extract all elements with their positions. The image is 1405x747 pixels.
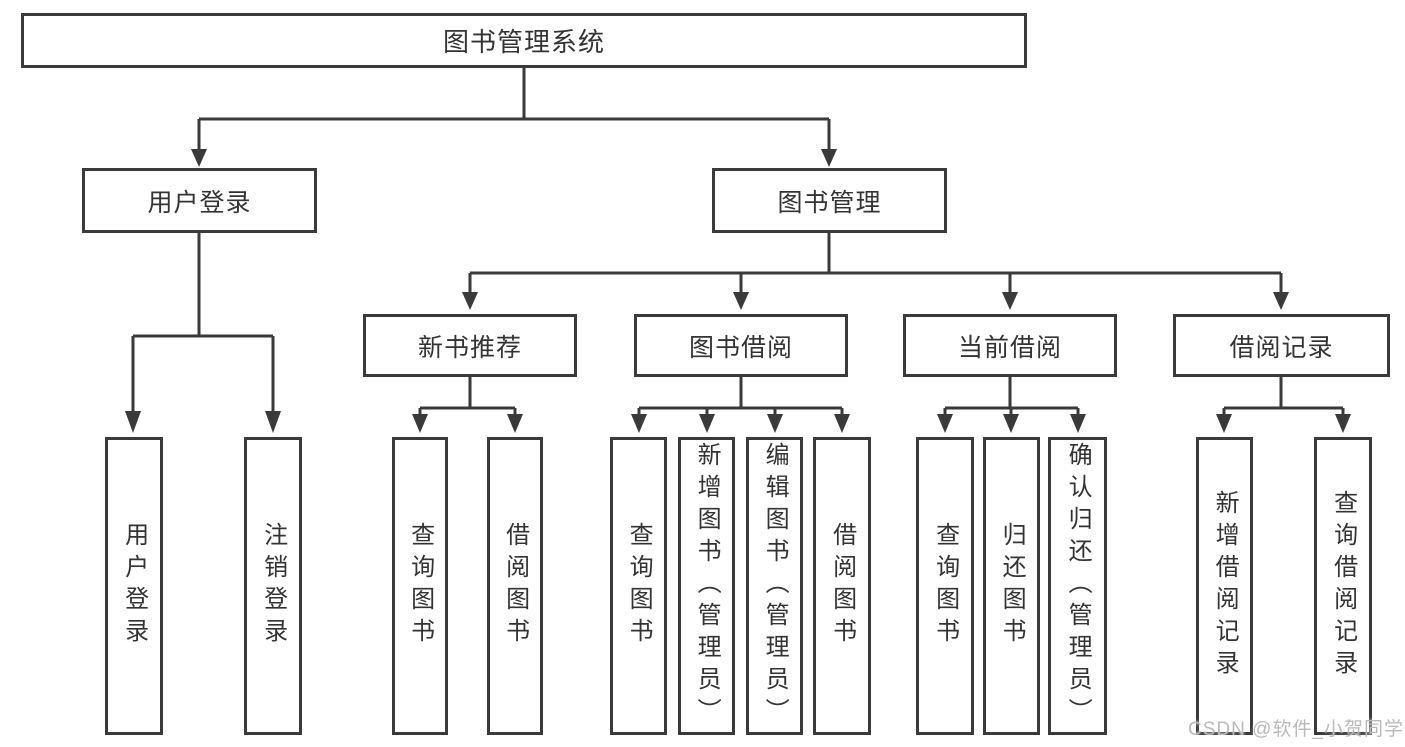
node-book-borrowing: 图书借阅 [634,314,848,377]
leaf-nbr-borrow-books: 借阅图书 [487,437,543,735]
leaf-logout-login-label: 注销登录 [259,522,287,650]
node-book-management: 图书管理 [712,168,947,233]
leaf-bb-add-books-admin: 新增图书（管理员） [678,437,735,735]
node-borrowing-records-label: 借阅记录 [1229,333,1334,362]
leaf-nbr-query-books: 查询图书 [392,437,448,735]
leaf-cb-confirm-return-admin: 确认归还（管理员） [1048,437,1107,735]
leaf-br-query-record-label: 查询借阅记录 [1329,490,1357,682]
node-current-borrowing-label: 当前借阅 [957,333,1062,362]
leaf-bb-borrow-books: 借阅图书 [813,437,871,735]
csdn-watermark: CSDN @软件_小贺同学 [1188,719,1404,740]
leaf-br-query-record: 查询借阅记录 [1314,437,1372,735]
node-book-borrowing-label: 图书借阅 [688,333,793,362]
leaf-bb-query-books: 查询图书 [610,437,667,735]
leaf-user-login-label: 用户登录 [120,522,148,650]
node-new-book-recommend: 新书推荐 [363,314,577,377]
leaf-user-login: 用户登录 [105,437,163,735]
leaf-nbr-query-books-label: 查询图书 [406,522,434,650]
leaf-cb-query-books-label: 查询图书 [931,522,959,650]
leaf-cb-return-books-label: 归还图书 [998,522,1026,650]
leaf-bb-edit-books-admin: 编辑图书（管理员） [746,437,803,735]
leaf-bb-query-books-label: 查询图书 [625,522,653,650]
leaf-bb-edit-books-admin-label: 编辑图书（管理员） [761,442,789,730]
leaf-bb-add-books-admin-label: 新增图书（管理员） [693,442,721,730]
leaf-br-add-record-label: 新增借阅记录 [1211,490,1239,682]
node-borrowing-records: 借阅记录 [1173,314,1390,377]
node-new-book-recommend-label: 新书推荐 [417,333,522,362]
node-root: 图书管理系统 [21,13,1027,68]
leaf-cb-return-books: 归还图书 [983,437,1040,735]
leaf-cb-query-books: 查询图书 [916,437,974,735]
node-root-label: 图书管理系统 [442,27,605,57]
leaf-logout-login: 注销登录 [244,437,302,735]
node-user-login-label: 用户登录 [147,188,252,217]
leaf-bb-borrow-books-label: 借阅图书 [828,522,856,650]
leaf-cb-confirm-return-admin-label: 确认归还（管理员） [1064,442,1092,730]
leaf-nbr-borrow-books-label: 借阅图书 [501,522,529,650]
leaf-br-add-record: 新增借阅记录 [1196,437,1253,735]
node-current-borrowing: 当前借阅 [903,314,1117,377]
node-book-management-label: 图书管理 [777,188,882,217]
arrowhead-icons [125,149,1351,433]
node-user-login: 用户登录 [82,168,317,233]
